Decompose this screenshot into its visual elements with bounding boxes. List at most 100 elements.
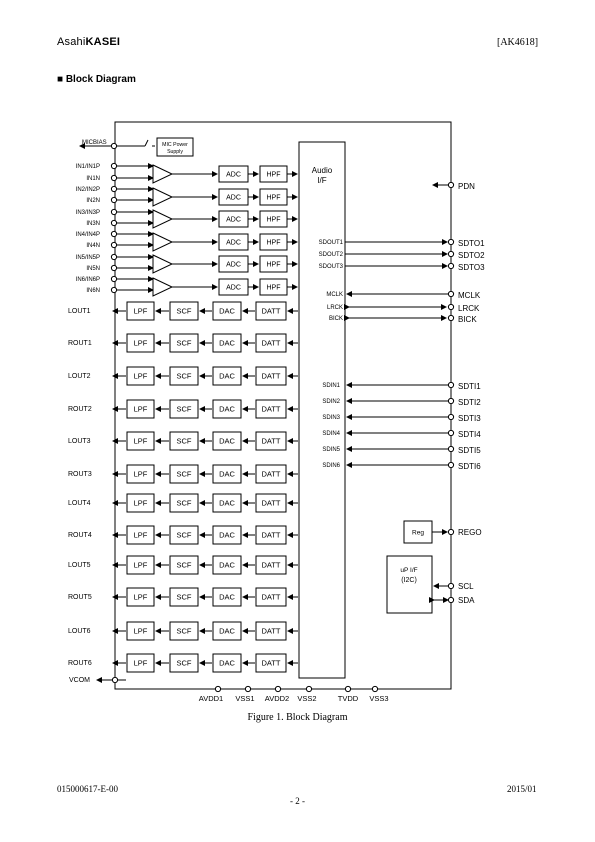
datt-block-9 [255, 555, 287, 575]
input-pin-12 [110, 286, 118, 294]
input-label-5: IN3/IN3P [76, 210, 100, 216]
output-label-11: LOUT6 [68, 628, 91, 635]
lpf-block-10 [126, 587, 155, 607]
scf-block-1 [169, 301, 199, 321]
datt-block-11 [255, 621, 287, 641]
lpf-block-5 [126, 431, 155, 451]
scf-block-9 [169, 555, 199, 575]
clock-internal-label-3: BICK [329, 316, 343, 322]
datt-block-9-label: DATT [261, 561, 280, 570]
input-pin-10 [110, 264, 118, 272]
input-label-3: IN2/IN2P [76, 187, 100, 193]
lpf-block-7-label: LPF [134, 499, 148, 508]
dac-block-6 [212, 464, 242, 484]
datt-block-12-label: DATT [261, 659, 280, 668]
reg-block-label: Reg [412, 529, 424, 536]
page-number: - 2 - [290, 796, 305, 806]
lpf-block-12-label: LPF [134, 659, 148, 668]
logo-prefix: Asahi [57, 36, 86, 48]
input-pin-4 [110, 196, 118, 204]
output-label-8: ROUT4 [68, 532, 92, 539]
input-pin-8 [110, 241, 118, 249]
scf-block-5 [169, 431, 199, 451]
hpf-block-4-label: HPF [267, 240, 281, 247]
lpf-block-5-label: LPF [134, 437, 148, 446]
dac-block-7 [212, 493, 242, 513]
figure-caption: Figure 1. Block Diagram [247, 712, 348, 723]
output-label-6: ROUT3 [68, 471, 92, 478]
clock-pin-label-2: LRCK [458, 304, 480, 313]
sdin-pin-1 [447, 381, 455, 389]
adc-block-4-label: ADC [226, 240, 241, 247]
bottom-pin-1 [214, 685, 222, 693]
datt-block-10-label: DATT [261, 593, 280, 602]
sdin-pin-label-6: SDTI6 [458, 462, 481, 471]
sdin-pin-5 [447, 445, 455, 453]
sda-pin [447, 596, 455, 604]
datt-block-5-label: DATT [261, 437, 280, 446]
datt-block-7-label: DATT [261, 499, 280, 508]
output-label-4: ROUT2 [68, 406, 92, 413]
sdin-pin-2 [447, 397, 455, 405]
clock-pin-2 [447, 303, 455, 311]
datt-block-4-label: DATT [261, 405, 280, 414]
sdin-pin-label-2: SDTI2 [458, 398, 481, 407]
micbias-pin [110, 142, 118, 150]
hpf-block-3-label: HPF [267, 217, 281, 224]
clock-pin-label-3: BICK [458, 315, 477, 324]
dac-block-1 [212, 301, 242, 321]
mic-amp-4 [152, 232, 174, 252]
dac-block-12-label: DAC [219, 659, 235, 668]
dac-block-11 [212, 621, 242, 641]
clock-pin-1 [447, 290, 455, 298]
output-label-12: ROUT6 [68, 660, 92, 667]
scf-block-3 [169, 366, 199, 386]
bottom-pin-label-4: VSS2 [297, 694, 316, 703]
mic-power-supply-box [156, 137, 194, 157]
lpf-block-7 [126, 493, 155, 513]
mic-amp-6 [152, 277, 174, 297]
datt-block-2 [255, 333, 287, 353]
scf-block-9-label: SCF [177, 561, 192, 570]
scf-block-10 [169, 587, 199, 607]
datt-block-6 [255, 464, 287, 484]
lpf-block-9 [126, 555, 155, 575]
pdn-pin [447, 181, 455, 189]
dac-block-4 [212, 399, 242, 419]
bottom-pin-3 [274, 685, 282, 693]
dac-block-2 [212, 333, 242, 353]
input-pin-3 [110, 185, 118, 193]
scf-block-11-label: SCF [177, 627, 192, 636]
scl-label: SCL [458, 582, 474, 591]
mic-power-label-2: Supply [167, 149, 183, 155]
section-heading: ■ Block Diagram [57, 74, 136, 85]
output-label-7: LOUT4 [68, 500, 91, 507]
dac-block-12 [212, 653, 242, 673]
dac-block-10-label: DAC [219, 593, 235, 602]
input-label-8: IN4N [86, 243, 100, 249]
datt-block-1 [255, 301, 287, 321]
input-label-7: IN4/IN4P [76, 232, 100, 238]
clock-pin-label-1: MCLK [458, 291, 481, 300]
scf-block-5-label: SCF [177, 437, 192, 446]
adc-block-1-label: ADC [226, 172, 241, 179]
scf-block-8 [169, 525, 199, 545]
sdout-pin-label-1: SDTO1 [458, 239, 485, 248]
dac-block-1-label: DAC [219, 307, 235, 316]
datt-block-8 [255, 525, 287, 545]
audio-if-label-1: Audio [312, 166, 333, 175]
adc-block-5-label: ADC [226, 262, 241, 269]
mic-amp-2 [152, 187, 174, 207]
sdin-pin-label-4: SDTI4 [458, 430, 481, 439]
scf-block-7 [169, 493, 199, 513]
sdin-internal-label-6: SDIN6 [322, 463, 340, 469]
output-label-5: LOUT3 [68, 438, 91, 445]
lpf-block-8 [126, 525, 155, 545]
scf-block-2-label: SCF [177, 339, 192, 348]
input-label-6: IN3N [86, 221, 100, 227]
input-pin-11 [110, 275, 118, 283]
bottom-pin-2 [244, 685, 252, 693]
lpf-block-1 [126, 301, 155, 321]
vcom-pin [111, 676, 119, 684]
output-label-2: ROUT1 [68, 340, 92, 347]
